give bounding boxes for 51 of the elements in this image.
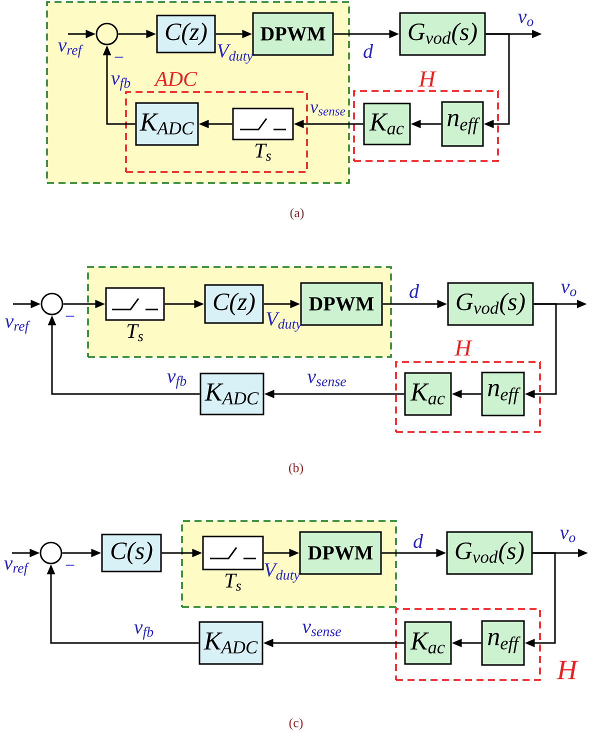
- node-label: H: [418, 71, 436, 87]
- gain-block: n$_{eff}$: [481, 620, 525, 666]
- summing-junction: [40, 292, 64, 316]
- panel-caption: (c): [289, 718, 303, 730]
- period-label: T$_{s}$: [225, 574, 241, 591]
- plant-block: G$_{vod}$(s): [446, 531, 533, 575]
- signal-label: v$_{fb}$: [167, 373, 186, 389]
- signal-label: V$_{duty}$: [266, 312, 302, 332]
- summing-junction: [40, 542, 62, 564]
- controller-block: C(z): [156, 14, 216, 54]
- signal-label: v$_{fb}$: [111, 75, 130, 91]
- gain-block: K$_{ac}$: [404, 621, 452, 665]
- gain-block: K$_{ADC}$: [135, 102, 199, 146]
- gain-block: K$_{ADC}$: [198, 621, 264, 665]
- signal-label: v$_{sense}$: [310, 104, 346, 116]
- signal-label: v$_{sense}$: [302, 624, 342, 636]
- signal-label: d: [410, 284, 420, 298]
- signal-label: v$_{ref}$: [4, 560, 30, 576]
- signal-label: v$_{fb}$: [134, 624, 154, 640]
- controller-block: C(z): [204, 284, 264, 324]
- gain-block: n$_{eff}$: [441, 101, 484, 147]
- signal-label: v$_{sense}$: [307, 374, 346, 386]
- gain-block: K$_{ac}$: [404, 372, 452, 416]
- node-label: H: [556, 660, 578, 680]
- minus-sign: −: [66, 564, 74, 566]
- signal-label: v$_{ref}$: [5, 318, 30, 334]
- minus-sign: −: [66, 316, 74, 317]
- signal-label: v$_{o}$: [561, 284, 576, 296]
- node-label: H: [454, 340, 472, 356]
- minus-sign: −: [114, 56, 124, 58]
- node-label: ADC: [154, 72, 198, 86]
- modulator-block: DPWM: [299, 531, 382, 575]
- summing-junction: [96, 22, 118, 46]
- gain-block: K$_{ADC}$: [200, 372, 264, 416]
- signal-label: V$_{duty}$: [218, 44, 253, 64]
- signal-label: d: [364, 44, 374, 58]
- plant-block: G$_{vod}$(s): [447, 282, 534, 326]
- gain-block: K$_{ac}$: [363, 102, 411, 146]
- plant-block: G$_{vod}$(s): [399, 12, 486, 56]
- period-label: T$_{s}$: [255, 144, 271, 161]
- period-label: T$_{s}$: [127, 324, 143, 342]
- panel-caption: (a): [290, 208, 304, 220]
- signal-label: V$_{duty}$: [264, 563, 300, 583]
- modulator-block: DPWM: [252, 12, 334, 56]
- signal-label: d: [414, 534, 424, 548]
- gain-block: n$_{eff}$: [481, 372, 525, 416]
- signal-label: v$_{o}$: [518, 14, 534, 26]
- signal-label: v$_{o}$: [560, 530, 576, 542]
- panel-caption: (b): [288, 463, 303, 475]
- signal-label: v$_{ref}$: [58, 42, 84, 58]
- controller-block: C(s): [101, 534, 162, 572]
